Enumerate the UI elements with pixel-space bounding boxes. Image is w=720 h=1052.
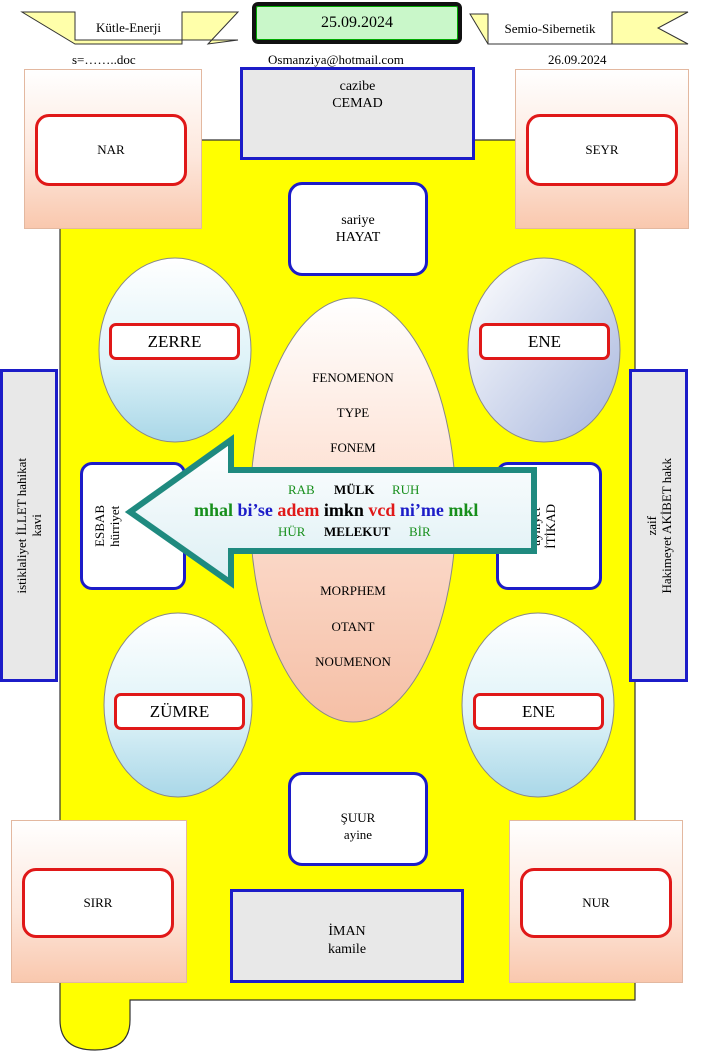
ellipse-top-right-label: ENE: [479, 323, 610, 360]
ellipse-bottom-right-label: ENE: [473, 693, 604, 730]
nime-word: ni’me: [399, 500, 444, 520]
email-label: Osmanziya@hotmail.com: [268, 52, 404, 67]
mulk-label: MÜLK: [334, 482, 375, 497]
left-banner-shape: [20, 11, 240, 45]
rab-label: RAB: [288, 482, 315, 497]
cemad-box: cazibe CEMAD: [240, 67, 475, 160]
adem-word: adem: [277, 500, 320, 520]
hayat-box: sariye HAYAT: [288, 182, 428, 276]
fonem-label: FONEM: [330, 440, 376, 455]
corner-top-right-label: SEYR: [526, 114, 678, 186]
corner-bottom-right: NUR: [509, 820, 683, 983]
outer-right-box: zaif Hakimeyet AKİBET hakk: [629, 369, 688, 682]
hur-label: HÜR: [278, 524, 306, 539]
corner-bottom-left-label: SIRR: [22, 868, 174, 938]
iman-box: İMAN kamile: [230, 889, 464, 983]
suur-line1: ŞUUR: [340, 810, 376, 825]
vcd-word: vcd: [368, 500, 396, 520]
right-banner-label: Semio-Sibernetik: [504, 21, 596, 36]
ellipse-bottom-left-label: ZÜMRE: [114, 693, 245, 730]
mkl-word: mkl: [448, 500, 479, 520]
melekut-label: MELEKUT: [324, 524, 391, 539]
bir-label: BİR: [409, 524, 431, 539]
corner-bottom-right-label: NUR: [520, 868, 672, 938]
iman-line2: kamile: [327, 942, 367, 957]
date-box: 25.09.2024: [252, 2, 462, 44]
arrow-row2: mhal bi’se adem imkn vcd ni’me mkl: [194, 500, 478, 521]
morphem-label: MORPHEM: [320, 583, 386, 598]
corner-top-left: NAR: [24, 69, 202, 229]
hayat-line1: sariye: [341, 213, 375, 228]
file-label: s=……..doc: [72, 52, 136, 67]
ellipse-top-left-label: ZERRE: [109, 323, 240, 360]
noumenon-label: NOUMENON: [315, 654, 391, 669]
outer-left-box: istiklaliyet İLLET hahikat kavi: [0, 369, 58, 682]
cemad-line1: cazibe: [339, 79, 376, 94]
iman-line1: İMAN: [328, 924, 366, 939]
date-right-label: 26.09.2024: [548, 52, 607, 67]
corner-top-left-label: NAR: [35, 114, 187, 186]
suur-box: ŞUUR ayine: [288, 772, 428, 866]
otant-label: OTANT: [331, 619, 375, 634]
right-banner-shape: [469, 11, 689, 45]
corner-top-right: SEYR: [515, 69, 689, 229]
ruh-label: RUH: [392, 482, 420, 497]
mhal-word: mhal: [194, 500, 234, 520]
bise-word: bi’se: [237, 500, 273, 520]
suur-line2: ayine: [343, 827, 373, 842]
corner-bottom-left: SIRR: [11, 820, 187, 983]
hayat-line2: HAYAT: [335, 230, 381, 245]
imkn-word: imkn: [323, 500, 364, 520]
type-label: TYPE: [336, 405, 370, 420]
cemad-line2: CEMAD: [332, 96, 383, 111]
left-banner-label: Kütle-Enerji: [96, 20, 161, 35]
fenomenon-label: FENOMENON: [312, 370, 394, 385]
